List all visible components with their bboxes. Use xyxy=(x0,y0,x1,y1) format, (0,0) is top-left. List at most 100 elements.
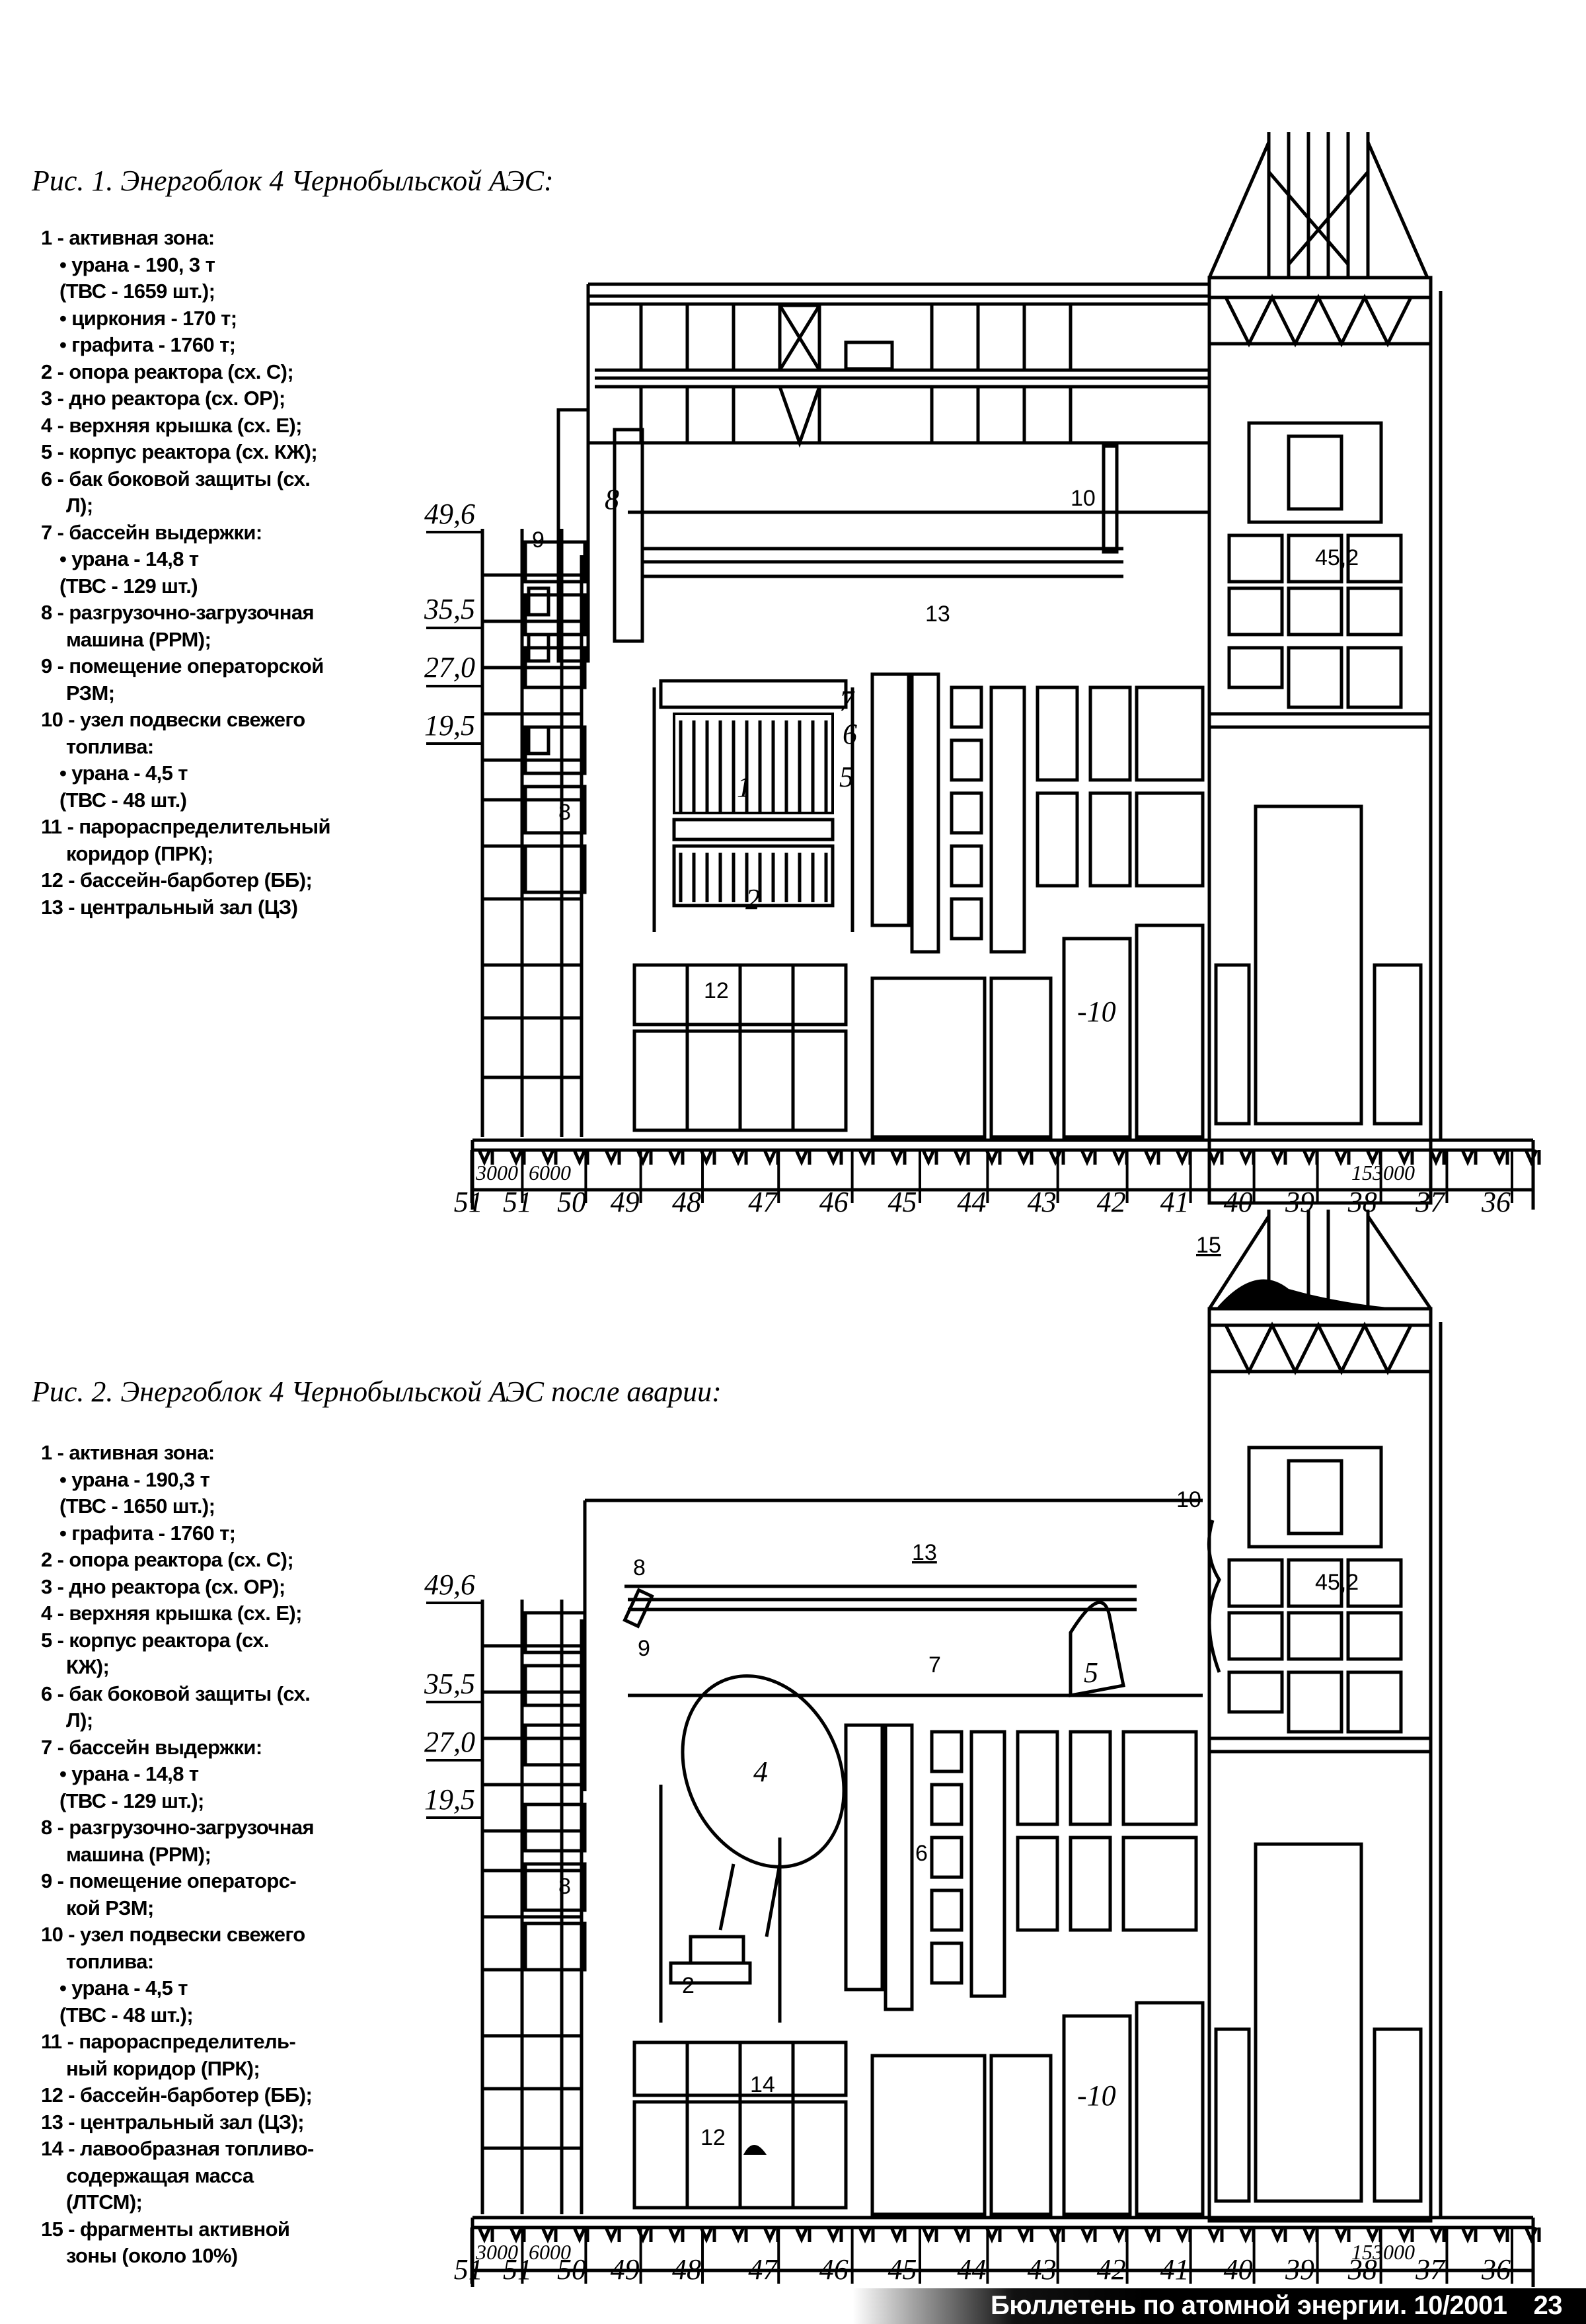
soil-hatch-mark xyxy=(477,1149,494,1167)
axis-label: 44 xyxy=(957,1186,986,1218)
lava-fuel-mass xyxy=(743,2145,767,2155)
legend-row: 10 - узел подвески свежего xyxy=(41,1923,305,1946)
axis-label: 42 xyxy=(1097,1186,1126,1218)
soil-hatch-mark xyxy=(572,1149,589,1167)
building-outline xyxy=(471,132,1535,1210)
legend-row: • графита - 1760 т; xyxy=(59,1521,236,1545)
soil-hatch-mark xyxy=(477,2226,494,2244)
legend-row: 4 - верхняя крышка (сх. Е); xyxy=(41,1602,302,1625)
soil-hatch-mark xyxy=(763,2226,780,2244)
soil-hatch-mark xyxy=(953,2226,970,2244)
callout-12: 12 xyxy=(704,978,729,1003)
axis-label: 40 xyxy=(1224,2253,1253,2286)
legend-row: (ЛТСМ); xyxy=(66,2190,143,2214)
axis-label: 50 xyxy=(557,2253,586,2286)
soil-hatch-mark xyxy=(1334,2226,1351,2244)
callout-9: 9 xyxy=(638,1636,650,1661)
soil-hatch-mark xyxy=(1143,2226,1160,2244)
legend-row: 8 - разгрузочно-загрузочная xyxy=(41,1816,315,1839)
figure-1-legend: 1 - активная зона:• урана - 190, 3 т(ТВС… xyxy=(41,225,331,921)
legend-row: (ТВС - 129 шт.) xyxy=(59,574,198,598)
axis-label: 37 xyxy=(1415,2253,1446,2286)
legend-row: 9 - помещение операторской xyxy=(41,654,324,678)
callout-8-lower: 8 xyxy=(558,800,571,825)
elevation-35-5: 35,5 xyxy=(424,593,475,625)
callout-5: 5 xyxy=(839,761,854,793)
soil-hatch-mark xyxy=(604,2226,621,2244)
callout-10: 10 xyxy=(1071,486,1096,511)
journal-title: Бюллетень по атомной энергии. 10/2001 xyxy=(990,2291,1507,2320)
legend-row: 9 - помещение операторс- xyxy=(41,1869,297,1892)
soil-hatch-mark xyxy=(1302,2226,1319,2244)
legend-row: • урана - 190, 3 т xyxy=(59,252,215,276)
soil-hatch-mark xyxy=(1080,2226,1097,2244)
callout-15: 15 xyxy=(1196,1233,1221,1258)
callout-8: 8 xyxy=(605,483,619,516)
soil-hatch-mark xyxy=(667,1149,685,1167)
soil-hatch-mark xyxy=(921,1149,938,1167)
soil-hatch-mark xyxy=(1207,1149,1224,1167)
axis-label: 36 xyxy=(1481,1186,1511,1218)
legend-row: РЗМ; xyxy=(66,681,115,705)
soil-hatch-mark xyxy=(667,2226,685,2244)
elevation-19-5: 19,5 xyxy=(424,709,475,742)
soil-hatch-mark xyxy=(731,2226,748,2244)
legend-row: 4 - верхняя крышка (сх. Е); xyxy=(41,413,302,437)
legend-row: 11 - парораспределительный xyxy=(41,815,331,838)
legend-row: топлива: xyxy=(66,1949,154,1973)
axis-label: 47 xyxy=(748,2253,778,2286)
legend-row: 3 - дно реактора (сх. ОР); xyxy=(41,1574,285,1598)
legend-row: • графита - 1760 т; xyxy=(59,333,236,356)
axis-label: 39 xyxy=(1285,2253,1314,2286)
soil-hatch-mark xyxy=(541,1149,558,1167)
callout-8: 8 xyxy=(633,1555,646,1580)
legend-row: • урана - 14,8 т xyxy=(59,547,199,570)
callout-4: 4 xyxy=(753,1756,768,1788)
figure-2-drawing: 49,6 35,5 27,0 19,5 2 4 5 6 7 8 8 9 10 1… xyxy=(410,1210,1586,2294)
figure-2-svg: 49,6 35,5 27,0 19,5 2 4 5 6 7 8 8 9 10 1… xyxy=(424,1210,1541,2287)
legend-row: • циркония - 170 т; xyxy=(59,306,237,330)
elevation-27-0: 27,0 xyxy=(424,651,475,683)
soil-hatch-mark xyxy=(1460,1149,1478,1167)
figure-1-drawing: 49,6 35,5 27,0 19,5 1 2 5 6 7 8 8 9 10 1… xyxy=(410,132,1586,1229)
soil-hatch-mark xyxy=(1016,2226,1034,2244)
legend-row: машина (РРМ); xyxy=(66,1842,211,1866)
callout-6: 6 xyxy=(843,718,857,750)
axis-label: 41 xyxy=(1160,2253,1190,2286)
callout-9: 9 xyxy=(532,527,545,553)
callout-6: 6 xyxy=(915,1841,928,1866)
soil-hatch-mark xyxy=(1016,1149,1034,1167)
axis-label: 46 xyxy=(819,2253,849,2286)
callout-12: 12 xyxy=(700,2125,726,2150)
soil-hatch-mark xyxy=(509,1149,526,1167)
legend-row: содержащая масса xyxy=(66,2163,254,2187)
soil-hatch-mark xyxy=(509,2226,526,2244)
axis-label: 41 xyxy=(1160,1186,1190,1218)
soil-hatch-mark xyxy=(1460,2226,1478,2244)
soil-hatch-mark xyxy=(826,2226,843,2244)
axis-label: 45 xyxy=(887,1186,917,1218)
soil-hatch-mark xyxy=(889,2226,907,2244)
axis-label: 49 xyxy=(611,1186,640,1218)
dimension-3000: 3000 xyxy=(475,2240,518,2264)
callout-2: 2 xyxy=(745,883,760,915)
legend-row: 15 - фрагменты активной xyxy=(41,2217,290,2241)
legend-row: 11 - парораспределитель- xyxy=(41,2030,296,2053)
soil-hatch-mark xyxy=(1429,1149,1446,1167)
soil-hatch-mark xyxy=(604,1149,621,1167)
soil-hatch-mark xyxy=(1175,1149,1192,1167)
legend-row: 14 - лавообразная топливо- xyxy=(41,2137,314,2160)
callout-5: 5 xyxy=(1084,1656,1098,1689)
soil-hatch-mark xyxy=(1524,2226,1541,2244)
legend-row: ный коридор (ПРК); xyxy=(66,2056,260,2080)
axis-tick-lines xyxy=(470,2227,1513,2284)
legend-row: 5 - корпус реактора (сх. КЖ); xyxy=(41,440,318,463)
axis-label: 38 xyxy=(1347,1186,1377,1218)
elevation-marks xyxy=(426,531,482,745)
soil-hatch-mark xyxy=(541,2226,558,2244)
axis-label: 50 xyxy=(557,1186,586,1218)
axis-label: 47 xyxy=(748,1186,778,1218)
figure-1-svg: 49,6 35,5 27,0 19,5 1 2 5 6 7 8 8 9 10 1… xyxy=(424,132,1541,1218)
soil-hatch-mark xyxy=(1302,1149,1319,1167)
